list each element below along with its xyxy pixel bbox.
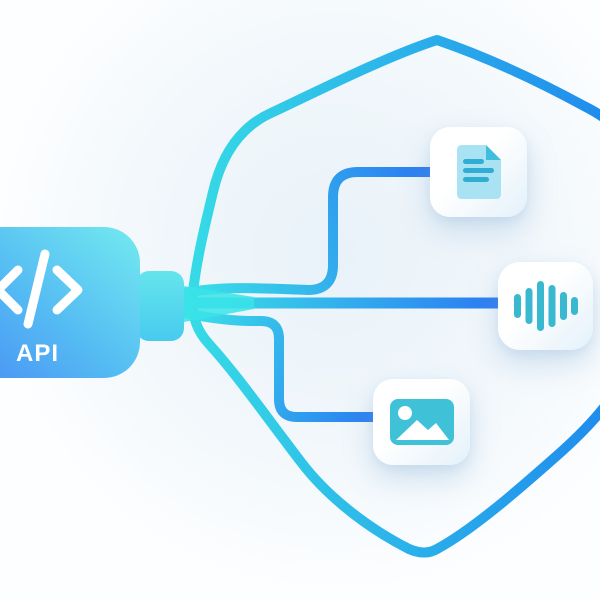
code-slash-icon [0,249,83,329]
image-connector-line [179,308,383,422]
api-plug-tab [136,271,184,341]
audio-bar [513,294,521,318]
audio-bar [536,281,544,331]
image-mountains [395,420,449,440]
document-icon [456,145,501,199]
audio-bar [548,285,555,327]
document-fold [485,145,501,160]
shield-outline-icon [187,35,600,558]
audio-bar [570,297,578,315]
api-plug [0,227,184,378]
audio-bar [559,292,567,320]
code-slash [23,249,50,329]
audio-bar [525,288,532,324]
audio-bars [513,281,578,331]
audio-waveform-icon [513,281,578,331]
document-card [430,127,527,217]
api-label: API [16,340,60,367]
code-bracket-right [52,265,83,315]
image-sun [397,406,412,420]
image-icon [389,399,454,445]
document-connector-line [179,167,436,298]
text-line [462,159,484,164]
code-bracket-left [0,265,23,315]
connector-fan [184,286,254,322]
document-text-lines [462,159,494,182]
image-card [373,379,470,465]
text-line [462,168,494,173]
text-line [462,177,489,182]
audio-card [498,262,593,350]
